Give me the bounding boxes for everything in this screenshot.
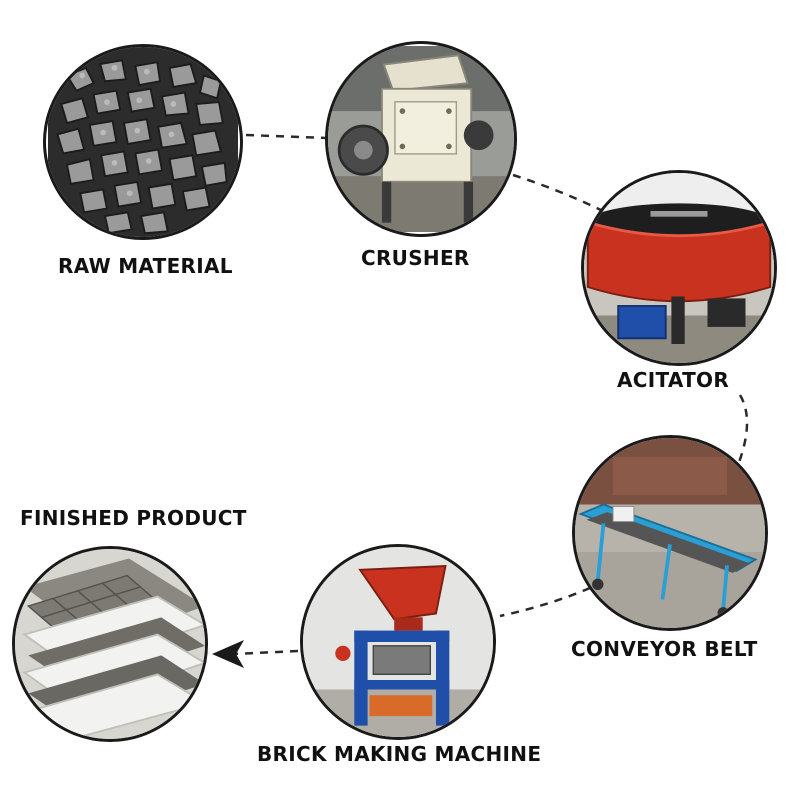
crusher-node — [325, 41, 517, 237]
raw-material-label: RAW MATERIAL — [58, 254, 233, 278]
gravel-pile-icon — [48, 47, 238, 237]
connector-raw-to-crusher — [245, 133, 327, 140]
connector-agitator-to-conveyor — [736, 394, 749, 466]
conveyor-belt-label: CONVEYOR BELT — [571, 637, 758, 661]
pan-mixer-icon — [584, 173, 774, 363]
agitator-node — [581, 170, 777, 366]
connector-brick-machine-to-finished — [233, 649, 299, 656]
finished-product-node — [12, 546, 208, 742]
connector-conveyor-to-brick-machine — [499, 586, 591, 618]
brick-making-machine-node — [300, 544, 496, 740]
agitator-label: ACITATOR — [617, 368, 730, 392]
raw-material-node — [43, 44, 243, 240]
conveyor-belt-node — [572, 435, 768, 631]
finished-product-label: FINISHED PRODUCT — [20, 506, 247, 530]
belt-conveyor-icon — [575, 438, 765, 628]
hammer-crusher-icon — [328, 46, 514, 232]
brick-making-machine-label: BRICK MAKING MACHINE — [257, 742, 542, 766]
block-machine-icon — [303, 547, 493, 737]
connector-crusher-to-agitator — [512, 173, 606, 214]
arrow-into-finished-icon — [212, 640, 244, 668]
crusher-label: CRUSHER — [361, 246, 470, 270]
brick-stack-icon — [15, 549, 205, 739]
